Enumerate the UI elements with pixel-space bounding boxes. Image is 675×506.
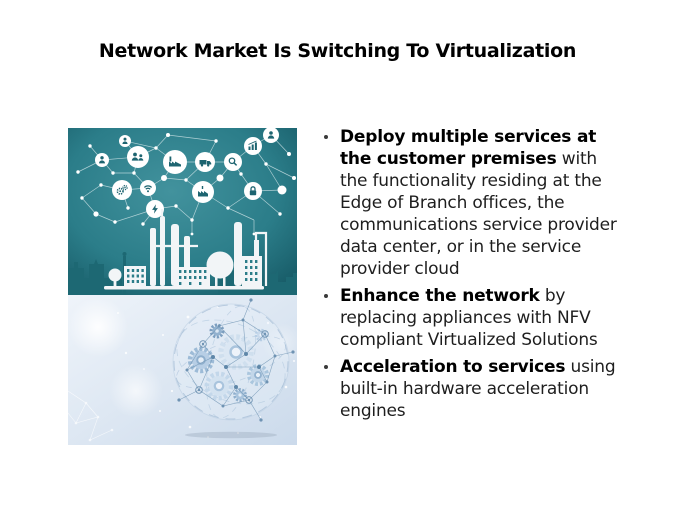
glow bbox=[68, 297, 128, 357]
bullet-text: Deploy multiple services at the customer… bbox=[340, 126, 624, 280]
corner-network bbox=[68, 390, 114, 442]
bullet-bold-text: Acceleration to services bbox=[340, 357, 566, 377]
factory-icon bbox=[163, 150, 187, 174]
gear-icon bbox=[218, 334, 254, 370]
list-item: Acceleration to services using built-in … bbox=[322, 356, 624, 422]
gear-globe bbox=[172, 298, 295, 422]
wifi-icon bbox=[140, 180, 156, 196]
chart-icon bbox=[244, 137, 262, 155]
network-icon-nodes bbox=[95, 128, 279, 218]
gear-icon bbox=[209, 323, 225, 339]
bullet-regular-text: using built-in hardware acceleration eng… bbox=[340, 357, 616, 421]
bullet-bold-text: Enhance the network bbox=[340, 286, 540, 306]
factory-silhouette bbox=[104, 209, 268, 290]
bullet-regular-text: with the functionality residing at the E… bbox=[340, 149, 617, 279]
industrial-network-illustration bbox=[68, 128, 297, 445]
bullet-text: Acceleration to services using built-in … bbox=[340, 356, 624, 422]
person-icon bbox=[95, 153, 109, 167]
gear-icon bbox=[204, 371, 234, 401]
lightning-icon bbox=[146, 200, 164, 218]
bullet-list: Deploy multiple services at the customer… bbox=[322, 126, 624, 427]
group-icon bbox=[127, 146, 149, 168]
search-icon bbox=[224, 153, 242, 171]
page-title: Network Market Is Switching To Virtualiz… bbox=[98, 40, 577, 62]
truck-icon bbox=[195, 152, 215, 172]
gear-icon bbox=[247, 364, 269, 386]
person-icon bbox=[263, 128, 279, 143]
bullet-bold-text: Deploy multiple services at the customer… bbox=[340, 127, 597, 169]
globe-shadow bbox=[185, 431, 277, 439]
globe-network-nodes bbox=[177, 298, 295, 422]
list-item: Deploy multiple services at the customer… bbox=[322, 126, 624, 280]
person-icon bbox=[119, 135, 131, 147]
bullet-text: Enhance the network by replacing applian… bbox=[340, 285, 624, 351]
gears-icon bbox=[112, 180, 132, 200]
bullet-regular-text: by replacing appliances with NFV complia… bbox=[340, 286, 598, 350]
lock-icon bbox=[244, 182, 262, 200]
list-item: Enhance the network by replacing applian… bbox=[322, 285, 624, 351]
industry-network-image bbox=[68, 128, 297, 295]
bullet-marker bbox=[324, 365, 328, 369]
factory-windows bbox=[127, 260, 258, 285]
gear-globe-image bbox=[68, 295, 297, 445]
plant-icon bbox=[192, 181, 214, 203]
glow bbox=[109, 364, 163, 418]
bullet-marker bbox=[324, 294, 328, 298]
sparkle-dots bbox=[117, 306, 295, 438]
bullet-marker bbox=[324, 135, 328, 139]
network-dots bbox=[76, 133, 296, 236]
